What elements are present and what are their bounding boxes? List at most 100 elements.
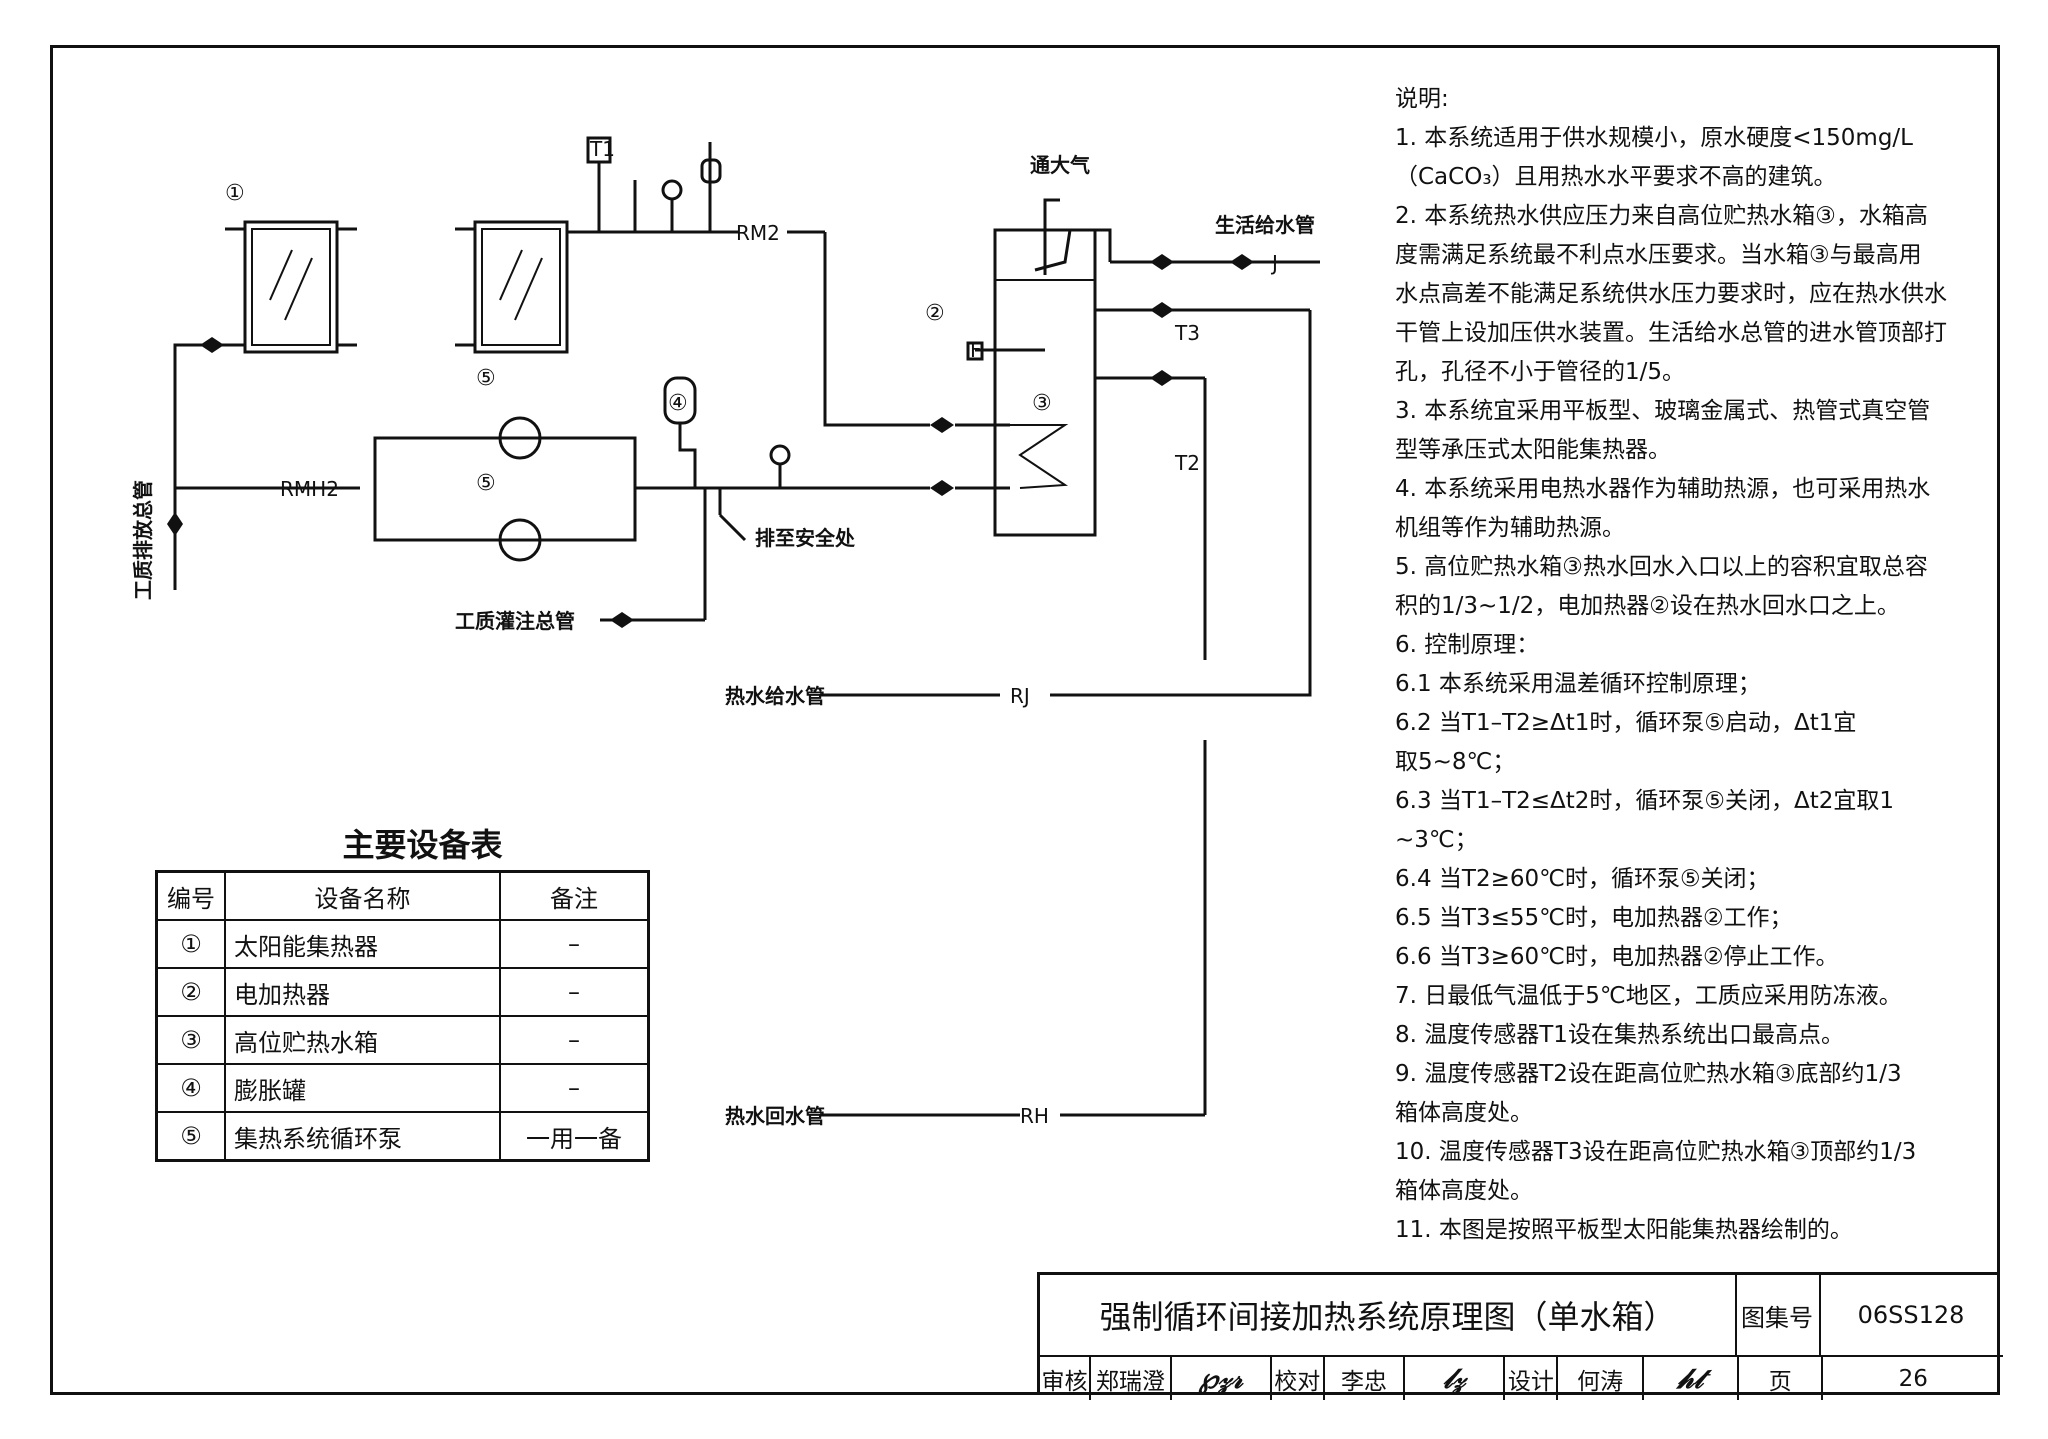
label-t1: T1 (589, 137, 615, 161)
equipment-table-block: 主要设备表 编号 设备名称 备注 ① 太阳能集热器 – ② 电加热器 – ③ 高… (155, 820, 650, 1162)
note-line: 3. 本系统宜采用平板型、玻璃金属式、热管式真空管 (1395, 398, 1931, 424)
drawing-frame (50, 45, 2000, 1395)
reviewer-signature: ℘𝓏𝓇 (1172, 1357, 1272, 1400)
note-line: 4. 本系统采用电热水器作为辅助热源，也可采用热水 (1395, 476, 1931, 502)
row-note: – (499, 967, 650, 1017)
check-label: 校对 (1272, 1357, 1325, 1400)
note-line: 8. 温度传感器T1设在集热系统出口最高点。 (1395, 1022, 1844, 1048)
table-row: ③ 高位贮热水箱 – (155, 1015, 650, 1065)
label-t2: T2 (1174, 451, 1200, 475)
note-line: 5. 高位贮热水箱③热水回水入口以上的容积宜取总容 (1395, 554, 1928, 580)
notes-heading: 说明: (1395, 86, 1449, 112)
header-no: 编号 (155, 870, 226, 921)
row-name: 太阳能集热器 (224, 919, 501, 969)
solar-collector-2 (473, 220, 569, 354)
table-row: ① 太阳能集热器 – (155, 919, 650, 969)
callout-tank: ③ (1032, 391, 1052, 416)
note-line: 11. 本图是按照平板型太阳能集热器绘制的。 (1395, 1217, 1853, 1243)
label-t3: T3 (1174, 321, 1200, 345)
note-line: 6.2 当T1–T2≥Δt1时，循环泵⑤启动，Δt1宜 (1395, 710, 1857, 736)
row-name: 电加热器 (224, 967, 501, 1017)
row-note: – (499, 1063, 650, 1113)
solar-collector-1 (243, 220, 339, 354)
row-name: 膨胀罐 (224, 1063, 501, 1113)
equipment-table: 编号 设备名称 备注 ① 太阳能集热器 – ② 电加热器 – ③ 高位贮热水箱 … (155, 870, 650, 1162)
note-line: 7. 日最低气温低于5℃地区，工质应采用防冻液。 (1395, 983, 1902, 1009)
note-line: 度需满足系统最不利点水压要求。当水箱③与最高用 (1395, 242, 1922, 268)
note-line: （CaCO₃）且用热水水平要求不高的建筑。 (1395, 164, 1837, 190)
table-row: ④ 膨胀罐 – (155, 1063, 650, 1113)
note-line: 干管上设加压供水装置。生活给水总管的进水管顶部打 (1395, 320, 1947, 346)
page-label: 页 (1739, 1357, 1824, 1400)
design-label: 设计 (1505, 1357, 1559, 1400)
note-line: 箱体高度处。 (1395, 1100, 1533, 1126)
circulation-pump-1 (498, 416, 542, 460)
note-line: 水点高差不能满足系统供水压力要求时，应在热水供水 (1395, 281, 1947, 307)
note-line: 10. 温度传感器T3设在距高位贮热水箱③顶部约1/3 (1395, 1139, 1917, 1165)
equipment-table-title: 主要设备表 (342, 826, 503, 864)
note-line: 取5~8℃； (1395, 749, 1516, 775)
note-line: 积的1/3~1/2，电加热器②设在热水回水口之上。 (1395, 593, 1900, 619)
label-hot-supply: 热水给水管 (725, 684, 825, 708)
checker-signature: 𝓁𝓏 (1405, 1357, 1506, 1400)
row-note: – (499, 919, 650, 969)
note-line: 6.1 本系统采用温差循环控制原理； (1395, 671, 1761, 697)
table-header-row: 编号 设备名称 备注 (155, 870, 650, 921)
row-no: ⑤ (155, 1111, 226, 1162)
note-line: 6.4 当T2≥60℃时，循环泵⑤关闭； (1395, 866, 1770, 892)
callout-pump-2: ⑤ (476, 471, 496, 496)
note-line: 9. 温度传感器T2设在距高位贮热水箱③底部约1/3 (1395, 1061, 1902, 1087)
label-discharge: 排至安全处 (755, 526, 856, 550)
note-line: 6.6 当T3≥60℃时，电加热器②停止工作。 (1395, 944, 1839, 970)
row-name: 高位贮热水箱 (224, 1015, 501, 1065)
label-fill-main: 工质灌注总管 (455, 609, 575, 633)
atlas-label: 图集号 (1735, 1275, 1821, 1355)
note-line: ~3℃； (1395, 827, 1478, 853)
row-no: ④ (155, 1063, 226, 1113)
title-block: 强制循环间接加热系统原理图（单水箱） 图集号 06SS128 审核 郑瑞澄 ℘𝓏… (1037, 1272, 2003, 1400)
label-drain-main: 工质排放总管 (131, 480, 155, 600)
row-no: ① (155, 919, 226, 969)
designer-signature: 𝒽𝓉 (1644, 1357, 1739, 1400)
note-line: 6.3 当T1–T2≤Δt2时，循环泵⑤关闭，Δt2宜取1 (1395, 788, 1895, 814)
row-no: ③ (155, 1015, 226, 1065)
callout-pump-1: ⑤ (476, 366, 496, 391)
header-name: 设备名称 (224, 870, 501, 921)
row-note: 一用一备 (499, 1111, 650, 1162)
reviewer-name: 郑瑞澄 (1091, 1357, 1172, 1400)
note-line: 6. 控制原理： (1395, 632, 1540, 658)
page-number: 26 (1898, 1365, 1928, 1392)
row-no: ② (155, 967, 226, 1017)
table-row: ⑤ 集热系统循环泵 一用一备 (155, 1111, 650, 1162)
label-rh: RH (1020, 1104, 1049, 1128)
callout-expansion-tank: ④ (668, 391, 688, 416)
callout-collector: ① (225, 181, 245, 206)
label-rj: RJ (1010, 684, 1030, 708)
row-name: 集热系统循环泵 (224, 1111, 501, 1162)
note-line: 1. 本系统适用于供水规模小，原水硬度<150mg/L (1395, 125, 1913, 151)
table-row: ② 电加热器 – (155, 967, 650, 1017)
note-line: 6.5 当T3≤55℃时，电加热器②工作； (1395, 905, 1793, 931)
label-f: F (970, 338, 982, 362)
atlas-number: 06SS128 (1857, 1301, 1965, 1329)
note-line: 机组等作为辅助热源。 (1395, 515, 1625, 541)
note-line: 孔，孔径不小于管径的1/5。 (1395, 359, 1686, 385)
checker-name: 李忠 (1325, 1357, 1406, 1400)
designer-name: 何涛 (1558, 1357, 1644, 1400)
callout-heater: ② (925, 301, 945, 326)
header-note: 备注 (499, 870, 650, 921)
row-note: – (499, 1015, 650, 1065)
note-line: 型等承压式太阳能集热器。 (1395, 437, 1671, 463)
note-line: 2. 本系统热水供应压力来自高位贮热水箱③，水箱高 (1395, 203, 1928, 229)
label-vent: 通大气 (1030, 153, 1090, 177)
label-domestic-supply: 生活给水管 (1215, 213, 1315, 237)
review-label: 审核 (1040, 1357, 1092, 1400)
note-line: 箱体高度处。 (1395, 1178, 1533, 1204)
label-hot-return: 热水回水管 (725, 1104, 825, 1128)
circulation-pump-2 (498, 518, 542, 562)
label-rmh2: RMH2 (280, 477, 339, 501)
label-rm2: RM2 (736, 221, 780, 245)
design-notes: 说明: 1. 本系统适用于供水规模小，原水硬度<150mg/L （CaCO₃）且… (1395, 80, 1995, 1250)
label-j: J (1270, 251, 1278, 275)
